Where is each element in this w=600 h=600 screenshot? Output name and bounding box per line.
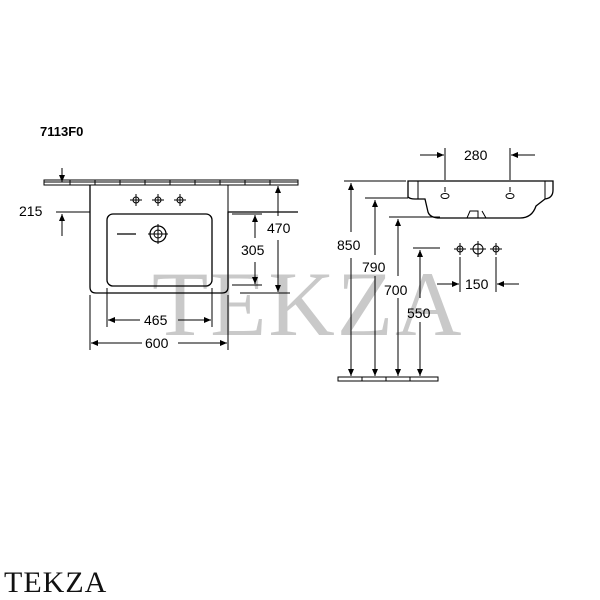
tap-hole-icon — [152, 194, 164, 206]
svg-text:850: 850 — [337, 237, 361, 253]
svg-text:700: 700 — [384, 282, 408, 298]
drain-icon — [148, 224, 168, 244]
watermark-text: TEKZA — [152, 253, 463, 355]
tap-hole-icon — [505, 187, 515, 199]
svg-text:550: 550 — [407, 305, 431, 321]
front-view: 215 465 600 305 — [19, 168, 299, 351]
basin-outline — [89, 185, 298, 294]
model-code: 7113F0 — [40, 124, 83, 139]
dim-305: 305 — [232, 213, 265, 286]
brand-logo-text: TEKZA — [4, 566, 108, 599]
dim-150: 150 — [437, 257, 519, 292]
dim-280: 280 — [420, 147, 535, 180]
tap-hole-icon — [440, 187, 450, 199]
tap-hole-icon — [454, 243, 466, 255]
side-view: 280 850 790 700 550 — [337, 147, 554, 382]
bowl-inner — [106, 213, 213, 287]
dim-600: 600 — [89, 295, 229, 351]
basin-side-profile — [407, 180, 554, 219]
svg-text:465: 465 — [144, 312, 168, 328]
tap-hole-icon — [174, 194, 186, 206]
dim-215: 215 — [19, 168, 90, 236]
wall-plate — [43, 179, 299, 186]
svg-text:790: 790 — [362, 259, 386, 275]
tap-hole-icon — [130, 194, 142, 206]
tap-hole-icon — [470, 241, 486, 257]
tap-hole-icon — [490, 243, 502, 255]
svg-text:150: 150 — [465, 276, 489, 292]
height-dimensions: 850 790 700 550 — [337, 180, 440, 376]
dim-465: 465 — [106, 288, 213, 328]
svg-text:280: 280 — [464, 147, 488, 163]
svg-text:305: 305 — [241, 242, 265, 258]
dim-470: 470 — [240, 186, 291, 294]
svg-text:215: 215 — [19, 203, 43, 219]
svg-text:470: 470 — [267, 220, 291, 236]
waste-outlet — [466, 210, 487, 219]
svg-text:600: 600 — [145, 335, 169, 351]
floor-plate — [337, 376, 439, 382]
